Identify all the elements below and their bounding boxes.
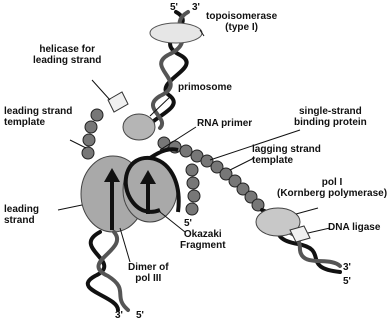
label-lagging-template: lagging strand template [252,144,321,166]
bottom-helix [88,232,128,310]
leading-template-beads [82,109,103,159]
end-bottom-3: 3' [115,310,123,321]
label-helicase: helicase for leading strand [33,44,101,66]
rna-primer-segment [150,149,178,158]
end-bottom-5: 5' [136,310,144,321]
primosome-shape [123,114,155,140]
lagging-template-pointer [230,158,254,170]
end-top-5: 5' [170,2,178,13]
label-primosome: primosome [178,82,232,93]
pol-iii-pointer [120,228,130,262]
end-right-3: 3' [343,262,351,273]
label-topoisomerase: topoisomerase (type I) [206,11,277,33]
label-leading-strand: leading strand [4,204,39,226]
leading-strand-pointer [58,205,82,210]
label-leading-template: leading strand template [4,106,72,128]
end-top-3: 3' [192,2,200,13]
topoisomerase-shape [150,23,202,43]
label-rna-primer: RNA primer [197,118,252,129]
label-pol-i: pol I (Kornberg polymerase) [277,177,387,199]
helicase-pointer [92,80,110,100]
label-pol-iii: Dimer of pol III [128,262,169,284]
pol-i-pointer [296,208,318,214]
end-mid-5: 5' [184,218,192,229]
dna-ligase-pointer [308,228,330,233]
label-dna-ligase: DNA ligase [328,222,380,233]
label-ssb: single-strand binding protein [294,106,367,128]
label-okazaki: Okazaki Fragment [180,229,226,251]
end-right-5: 5' [343,276,351,287]
helicase-shape [108,92,128,112]
